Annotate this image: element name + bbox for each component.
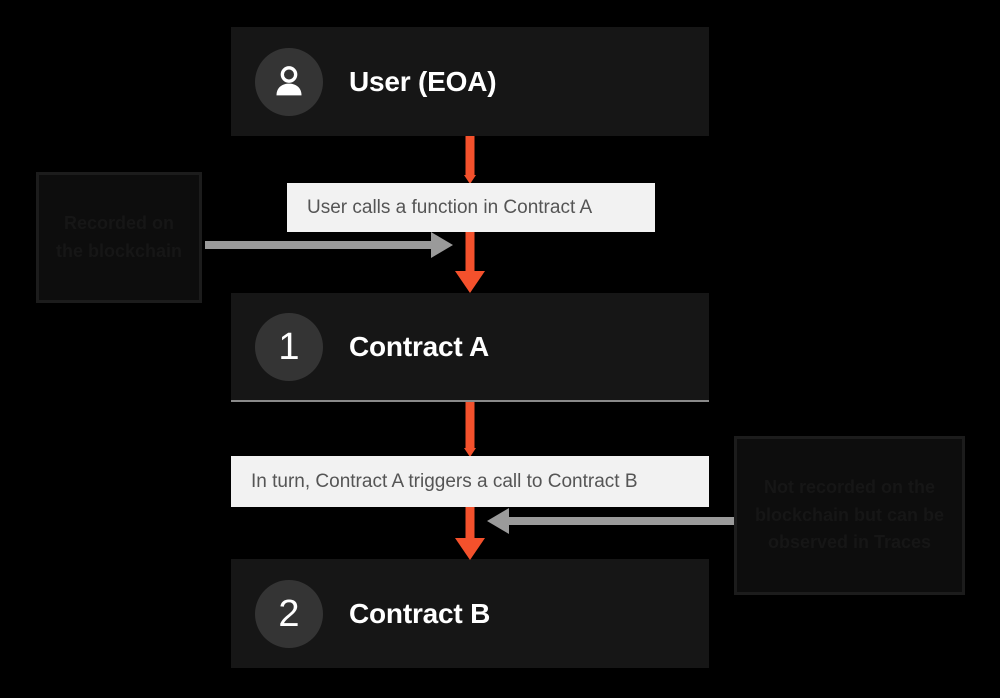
caption-contract-a-triggers-contract-b: In turn, Contract A triggers a call to C… (231, 456, 709, 507)
flow-arrow-caption-to-contract-a (453, 231, 487, 293)
step-number: 2 (278, 592, 300, 635)
arrow-head (455, 271, 485, 293)
node-contract-a: 1 Contract A (231, 293, 709, 402)
arrow-head (431, 232, 453, 258)
arrow-head (487, 508, 509, 534)
node-user-label: User (EOA) (349, 65, 497, 97)
caption-user-calls-contract-a: User calls a function in Contract A (287, 183, 655, 232)
annotation-recorded-on-blockchain: Recorded on the blockchain (36, 172, 202, 303)
arrow-shaft (509, 517, 737, 525)
pointer-arrow-right (487, 507, 737, 535)
user-avatar-badge (255, 47, 323, 116)
person-icon (276, 65, 302, 95)
arrow-shaft (205, 241, 433, 249)
node-contract-b: 2 Contract B (231, 559, 709, 668)
flow-arrow-caption-to-contract-b (453, 506, 487, 560)
arrow-head (455, 538, 485, 560)
step-number: 1 (278, 325, 300, 368)
flow-arrow-user-to-caption (453, 136, 487, 184)
arrow-head (464, 448, 476, 457)
arrow-shaft (465, 506, 475, 540)
node-contract-a-label: Contract A (349, 330, 490, 362)
node-contract-b-label: Contract B (349, 597, 491, 629)
flow-arrow-contract-a-to-caption (453, 402, 487, 457)
step-badge-2: 2 (255, 579, 323, 648)
arrow-shaft (465, 136, 475, 176)
arrow-head (464, 175, 476, 184)
node-user: User (EOA) (231, 27, 709, 136)
arrow-shaft (465, 402, 475, 449)
arrow-shaft (465, 231, 475, 273)
step-badge-1: 1 (255, 312, 323, 381)
annotation-not-recorded-on-blockchain: Not recorded on the blockchain but can b… (734, 436, 965, 595)
pointer-arrow-left (205, 231, 453, 259)
